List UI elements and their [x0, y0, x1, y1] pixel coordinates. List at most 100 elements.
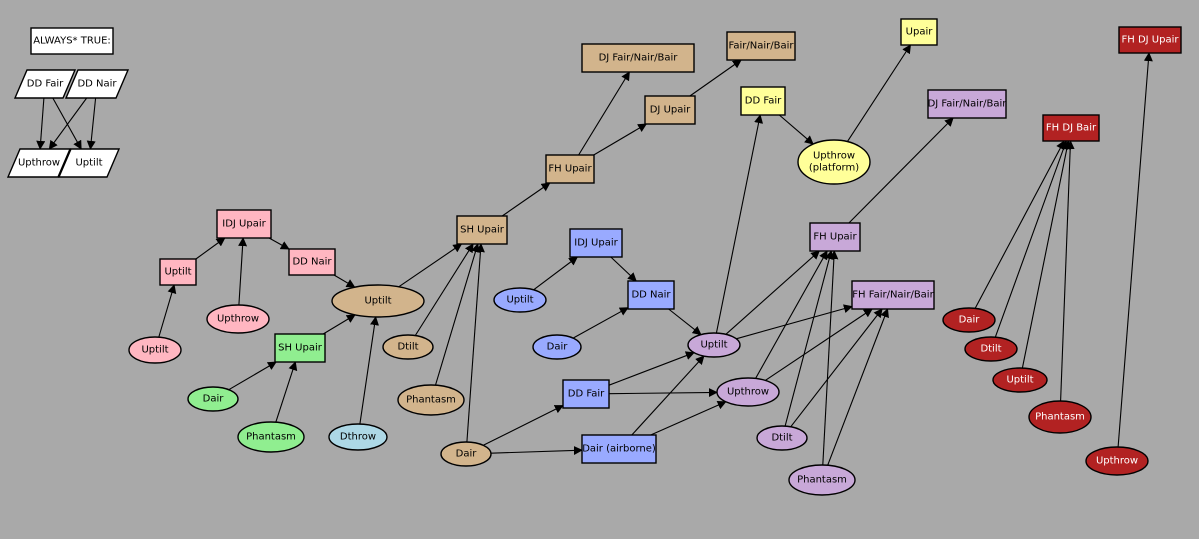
node-upthrow-rd: Upthrow [1085, 446, 1149, 476]
node-label: DD Fair [568, 389, 605, 400]
node-idj-upair-bl: IDJ Upair [569, 228, 623, 258]
node-dj-fnb-tan: DJ Fair/Nair/Bair [581, 43, 695, 73]
node-box [581, 434, 657, 464]
edge-dair-tan-to-sh-upair-tan [466, 243, 485, 443]
node-dair-tan: Dair [440, 441, 492, 467]
node-label: Uptilt [506, 295, 533, 306]
node-label: FH DJ Upair [1122, 35, 1180, 46]
node-box [851, 280, 935, 310]
node-label: Dair (airborne) [582, 444, 656, 455]
edge-layer [36, 44, 1153, 466]
node-label: IDJ Upair [574, 238, 618, 249]
node-dair-gr: Dair [187, 386, 239, 412]
edge-dd-nair-bl-to-uptilt-lv [668, 308, 702, 336]
node-dair-bl: Dair [532, 334, 582, 360]
edge-fh-upair-tan-to-dj-fnb-tan [578, 71, 630, 156]
node-label: DD Nair [77, 79, 117, 90]
node-dtilt-lv: Dtilt [756, 425, 808, 451]
edge-upthrow-lv-to-fh-fnb-lv [764, 308, 873, 381]
edge-dd-nair-w-to-uptilt-w [86, 97, 97, 150]
edge-dair-tan-to-dd-fair-bl [483, 405, 564, 446]
node-label: Uptilt [364, 296, 391, 307]
node-ellipse [532, 334, 582, 360]
node-box [740, 86, 786, 116]
edge-phantasm-gr-to-sh-upair-gr [275, 361, 298, 423]
node-label: Dair [203, 394, 225, 405]
node-ellipse [493, 287, 547, 313]
node-ellipse [1085, 446, 1149, 476]
node-ellipse [206, 304, 270, 334]
node-label: Dthrow [340, 432, 376, 443]
node-box [545, 154, 595, 184]
edge-dd-nair-pk-to-uptilt-tan [333, 274, 356, 288]
edge-sh-upair-gr-to-uptilt-tan [322, 314, 356, 335]
node-ellipse [237, 421, 305, 453]
edge-phantasm-lv-to-fh-fnb-lv [827, 308, 889, 466]
node-label: DD Fair [27, 79, 64, 90]
node-dtilt-rd: Dtilt [964, 336, 1018, 362]
node-label: FH Upair [548, 164, 592, 175]
node-label: ALWAYS* TRUE: [33, 36, 111, 47]
node-label: Uptilt [141, 345, 168, 356]
node-ellipse [331, 284, 425, 318]
node-uptilt-rd: Uptilt [992, 367, 1048, 393]
node-label: (platform) [809, 163, 859, 174]
node-ellipse [942, 307, 996, 333]
node-fh-dj-bair-rd: FH DJ Bair [1042, 114, 1100, 142]
edge-upthrow-plat-ye-to-upair-ye [846, 44, 911, 142]
node-sh-upair-gr: SH Upair [274, 333, 326, 363]
node-label: Uptilt [75, 158, 102, 169]
node-dd-nair-bl: DD Nair [627, 280, 675, 310]
node-uptilt-pk-ell: Uptilt [128, 336, 182, 364]
node-dd-fair-w: DD Fair [13, 69, 77, 99]
node-ellipse [328, 423, 388, 451]
node-ellipse [687, 332, 741, 358]
node-label: Phantasm [406, 395, 456, 406]
node-label: Upthrow [217, 314, 259, 325]
node-dthrow-lb: Dthrow [328, 423, 388, 451]
edge-phantasm-tan-to-sh-upair-tan [434, 243, 480, 386]
node-dd-nair-pk: DD Nair [288, 248, 336, 276]
node-label: Dtilt [980, 344, 1001, 355]
edge-dair-gr-to-sh-upair-gr [228, 361, 277, 391]
edge-sh-upair-tan-to-fh-upair-tan [501, 182, 551, 217]
node-dj-fnb-lv: DJ Fair/Nair/Bair [927, 89, 1007, 119]
node-fh-fnb-lv: FH Fair/Nair/Bair [851, 280, 935, 310]
node-label: Dtilt [397, 342, 418, 353]
edge-dd-nair-w-to-upthrow-w [48, 97, 88, 150]
node-parallelogram [6, 148, 72, 178]
node-box [627, 280, 675, 310]
node-ellipse [382, 334, 434, 360]
node-box [288, 248, 336, 276]
node-dair-rd: Dair [942, 307, 996, 333]
node-label: SH Upair [278, 343, 323, 354]
node-label: Upthrow [18, 158, 60, 169]
edge-uptilt-lv-to-fh-upair-lv [725, 250, 820, 335]
node-ellipse [716, 377, 780, 407]
edge-dd-fair-ye-to-upthrow-plat-ye [778, 114, 814, 145]
node-label: FH Fair/Nair/Bair [852, 290, 934, 301]
edge-uptilt-tan-to-sh-upair-tan [398, 243, 463, 288]
node-box [569, 228, 623, 258]
node-label: DJ Fair/Nair/Bair [599, 53, 679, 64]
node-sh-upair-tan: SH Upair [456, 215, 508, 245]
node-fh-dj-upair-rd: FH DJ Upair [1118, 26, 1182, 54]
edge-upthrow-lv-to-fh-upair-lv [755, 250, 828, 379]
node-upair-ye: Upair [900, 18, 938, 46]
edge-uptilt-rd-to-fh-dj-bair-rd [1021, 140, 1072, 369]
edge-dair-rd-to-fh-dj-bair-rd [974, 140, 1065, 309]
edge-idj-upair-bl-to-dd-nair-bl [610, 256, 637, 282]
node-box [562, 379, 610, 409]
node-fh-upair-tan: FH Upair [545, 154, 595, 184]
node-dd-fair-bl: DD Fair [562, 379, 610, 409]
node-label: Uptilt [700, 340, 727, 351]
edge-dair-airborne-bl-to-uptilt-lv [631, 355, 705, 436]
node-phantasm-tan: Phantasm [397, 384, 465, 416]
edge-dd-fair-w-to-uptilt-w [52, 97, 82, 150]
node-dtilt-tan: Dtilt [382, 334, 434, 360]
edge-dd-fair-bl-to-uptilt-lv [608, 351, 695, 386]
node-label: Uptilt [1006, 375, 1033, 386]
node-fh-upair-lv: FH Upair [809, 222, 861, 252]
